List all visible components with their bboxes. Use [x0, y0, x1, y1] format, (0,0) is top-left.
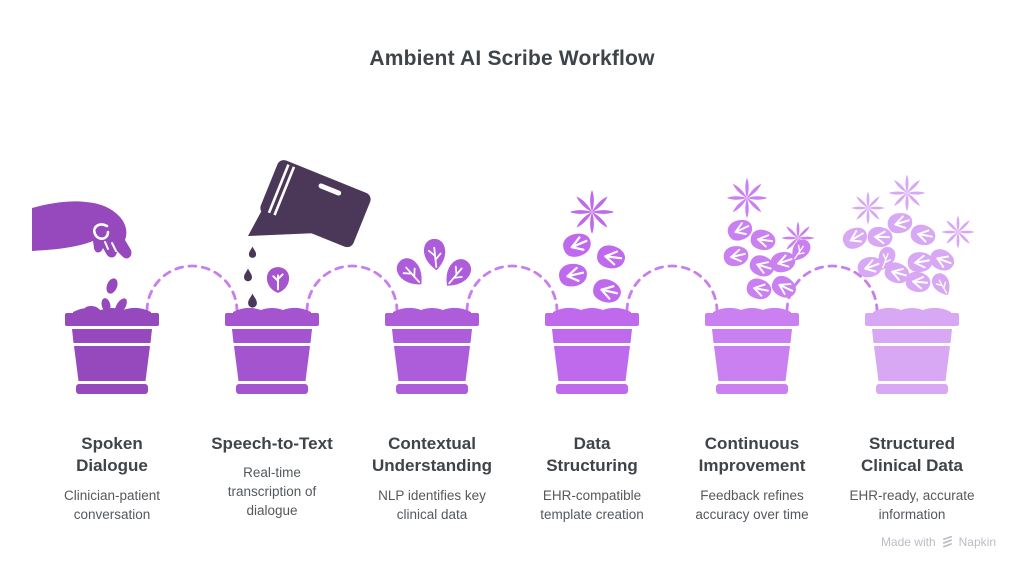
stage-continuous-improvement: Continuous Improvement Feedback refines … [672, 140, 832, 524]
sprouting-leaves-icon [385, 236, 479, 394]
stage-heading: Spoken Dialogue [76, 434, 148, 476]
stage-description: Real-time transcription of dialogue [227, 465, 317, 518]
hand-planting-seeds-icon [32, 201, 159, 394]
full-bloom-icon [838, 174, 975, 394]
stage-heading: Structured Clinical Data [860, 434, 964, 476]
napkin-attribution[interactable]: Made with Napkin [881, 535, 996, 549]
stage-heading: Contextual Understanding [372, 434, 492, 476]
stage-description: EHR-ready, accurate information [849, 487, 975, 522]
stage-heading: Data Structuring [546, 434, 638, 476]
stage-contextual-understanding: Contextual Understanding NLP identifies … [352, 140, 512, 524]
stage-heading: Continuous Improvement [698, 434, 806, 476]
brand-label: Napkin [958, 535, 996, 549]
stage-description: Clinician-patient conversation [63, 487, 161, 522]
watering-can-icon [225, 160, 371, 394]
blooming-flowers-icon [705, 177, 815, 394]
stage-data-structuring: Data Structuring EHR-compatible template… [512, 140, 672, 524]
page-title: Ambient AI Scribe Workflow [369, 47, 655, 70]
stage-description: EHR-compatible template creation [540, 487, 644, 522]
budding-plant-icon [545, 190, 639, 394]
stage-spoken-dialogue: Spoken Dialogue Clinician-patient conver… [32, 140, 192, 524]
stage-structured-clinical-data: Structured Clinical Data EHR-ready, accu… [832, 140, 992, 524]
stage-description: NLP identifies key clinical data [378, 487, 486, 522]
workflow-stages: Spoken Dialogue Clinician-patient conver… [32, 140, 992, 524]
stage-speech-to-text: Speech-to-Text Real-time transcription o… [192, 140, 371, 524]
stage-description: Feedback refines accuracy over time [695, 487, 809, 522]
stage-heading: Speech-to-Text [211, 434, 333, 453]
napkin-logo-icon [942, 535, 952, 548]
made-with-label: Made with [880, 535, 936, 549]
